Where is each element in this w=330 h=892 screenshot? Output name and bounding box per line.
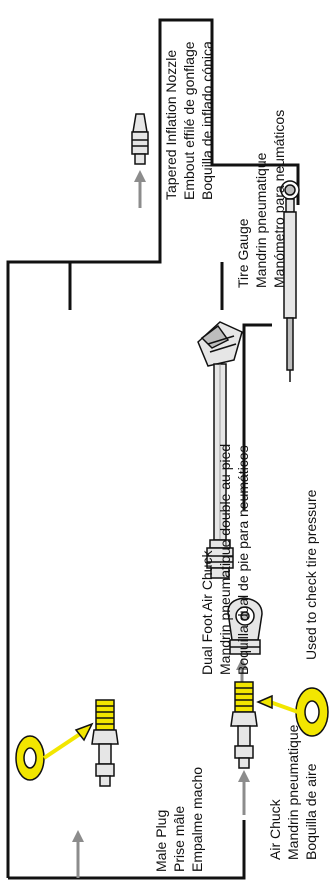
male-plug-label-fr: Prise mâle (171, 806, 187, 872)
tapered-nozzle-illustration (131, 113, 149, 165)
dual-chuck-label: Dual Foot Air Chuck Mandrin pneumatique … (199, 444, 251, 675)
air-chuck-label: Air Chuck Mandrin pneumatique Boquilla d… (267, 724, 319, 860)
tire-gauge-label-fr: Mandrin pneumatique (253, 152, 269, 288)
arrow-air-chuck (238, 770, 250, 815)
tire-gauge-label-en: Tire Gauge (235, 218, 251, 288)
tape-roll-left (15, 722, 94, 781)
tapered-nozzle-label-en: Tapered Inflation Nozzle (163, 50, 179, 200)
chuck-connector-line (8, 840, 246, 880)
air-chuck-illustration (227, 597, 263, 655)
dual-chuck-fitting (206, 539, 234, 579)
arrow-tapered-nozzle (134, 170, 146, 208)
tapered-nozzle-label-fr: Embout effilé de gonflage (181, 41, 197, 200)
chuck-plug-illustration (230, 681, 258, 769)
tire-gauge-illustration (280, 180, 300, 382)
tire-gauge-label-es: Manómetro para neumáticos (271, 110, 287, 288)
tapered-nozzle-label: Tapered Inflation Nozzle Embout effilé d… (163, 41, 215, 200)
arrow-male-plug (72, 830, 84, 878)
male-plug-label-en: Male Plug (153, 810, 169, 872)
dual-chuck-illustration (197, 321, 243, 579)
dual-chuck-head (197, 321, 243, 367)
dual-chuck-label-en: Dual Foot Air Chuck (199, 550, 215, 675)
main-connector-line (6, 18, 300, 878)
tire-gauge-label: Tire Gauge Mandrin pneumatique Manómetro… (235, 110, 287, 288)
male-plug-illustration (91, 699, 119, 787)
dual-chuck-label-es: Boquilla dual de pie para neumáticos (235, 445, 251, 675)
air-chuck-label-en: Air Chuck (267, 798, 283, 860)
tire-gauge-note: Used to check tire pressure (303, 489, 319, 660)
air-chuck-label-fr: Mandrin pneumatique (285, 724, 301, 860)
air-chuck-connector-line (242, 323, 272, 510)
air-chuck-label-es: Boquilla de aire (303, 763, 319, 860)
tape-roll-right (256, 687, 329, 737)
connector-lines (6, 18, 300, 880)
dual-chuck-connector-line (68, 262, 224, 310)
dual-chuck-label-fr: Mandrin pneumatique double au pied (217, 444, 233, 675)
male-plug-label-es: Empalme macho (189, 767, 205, 872)
male-plug-label: Male Plug Prise mâle Empalme macho (153, 767, 205, 872)
tapered-nozzle-label-es: Boquilla de inflado cónica (199, 41, 215, 200)
